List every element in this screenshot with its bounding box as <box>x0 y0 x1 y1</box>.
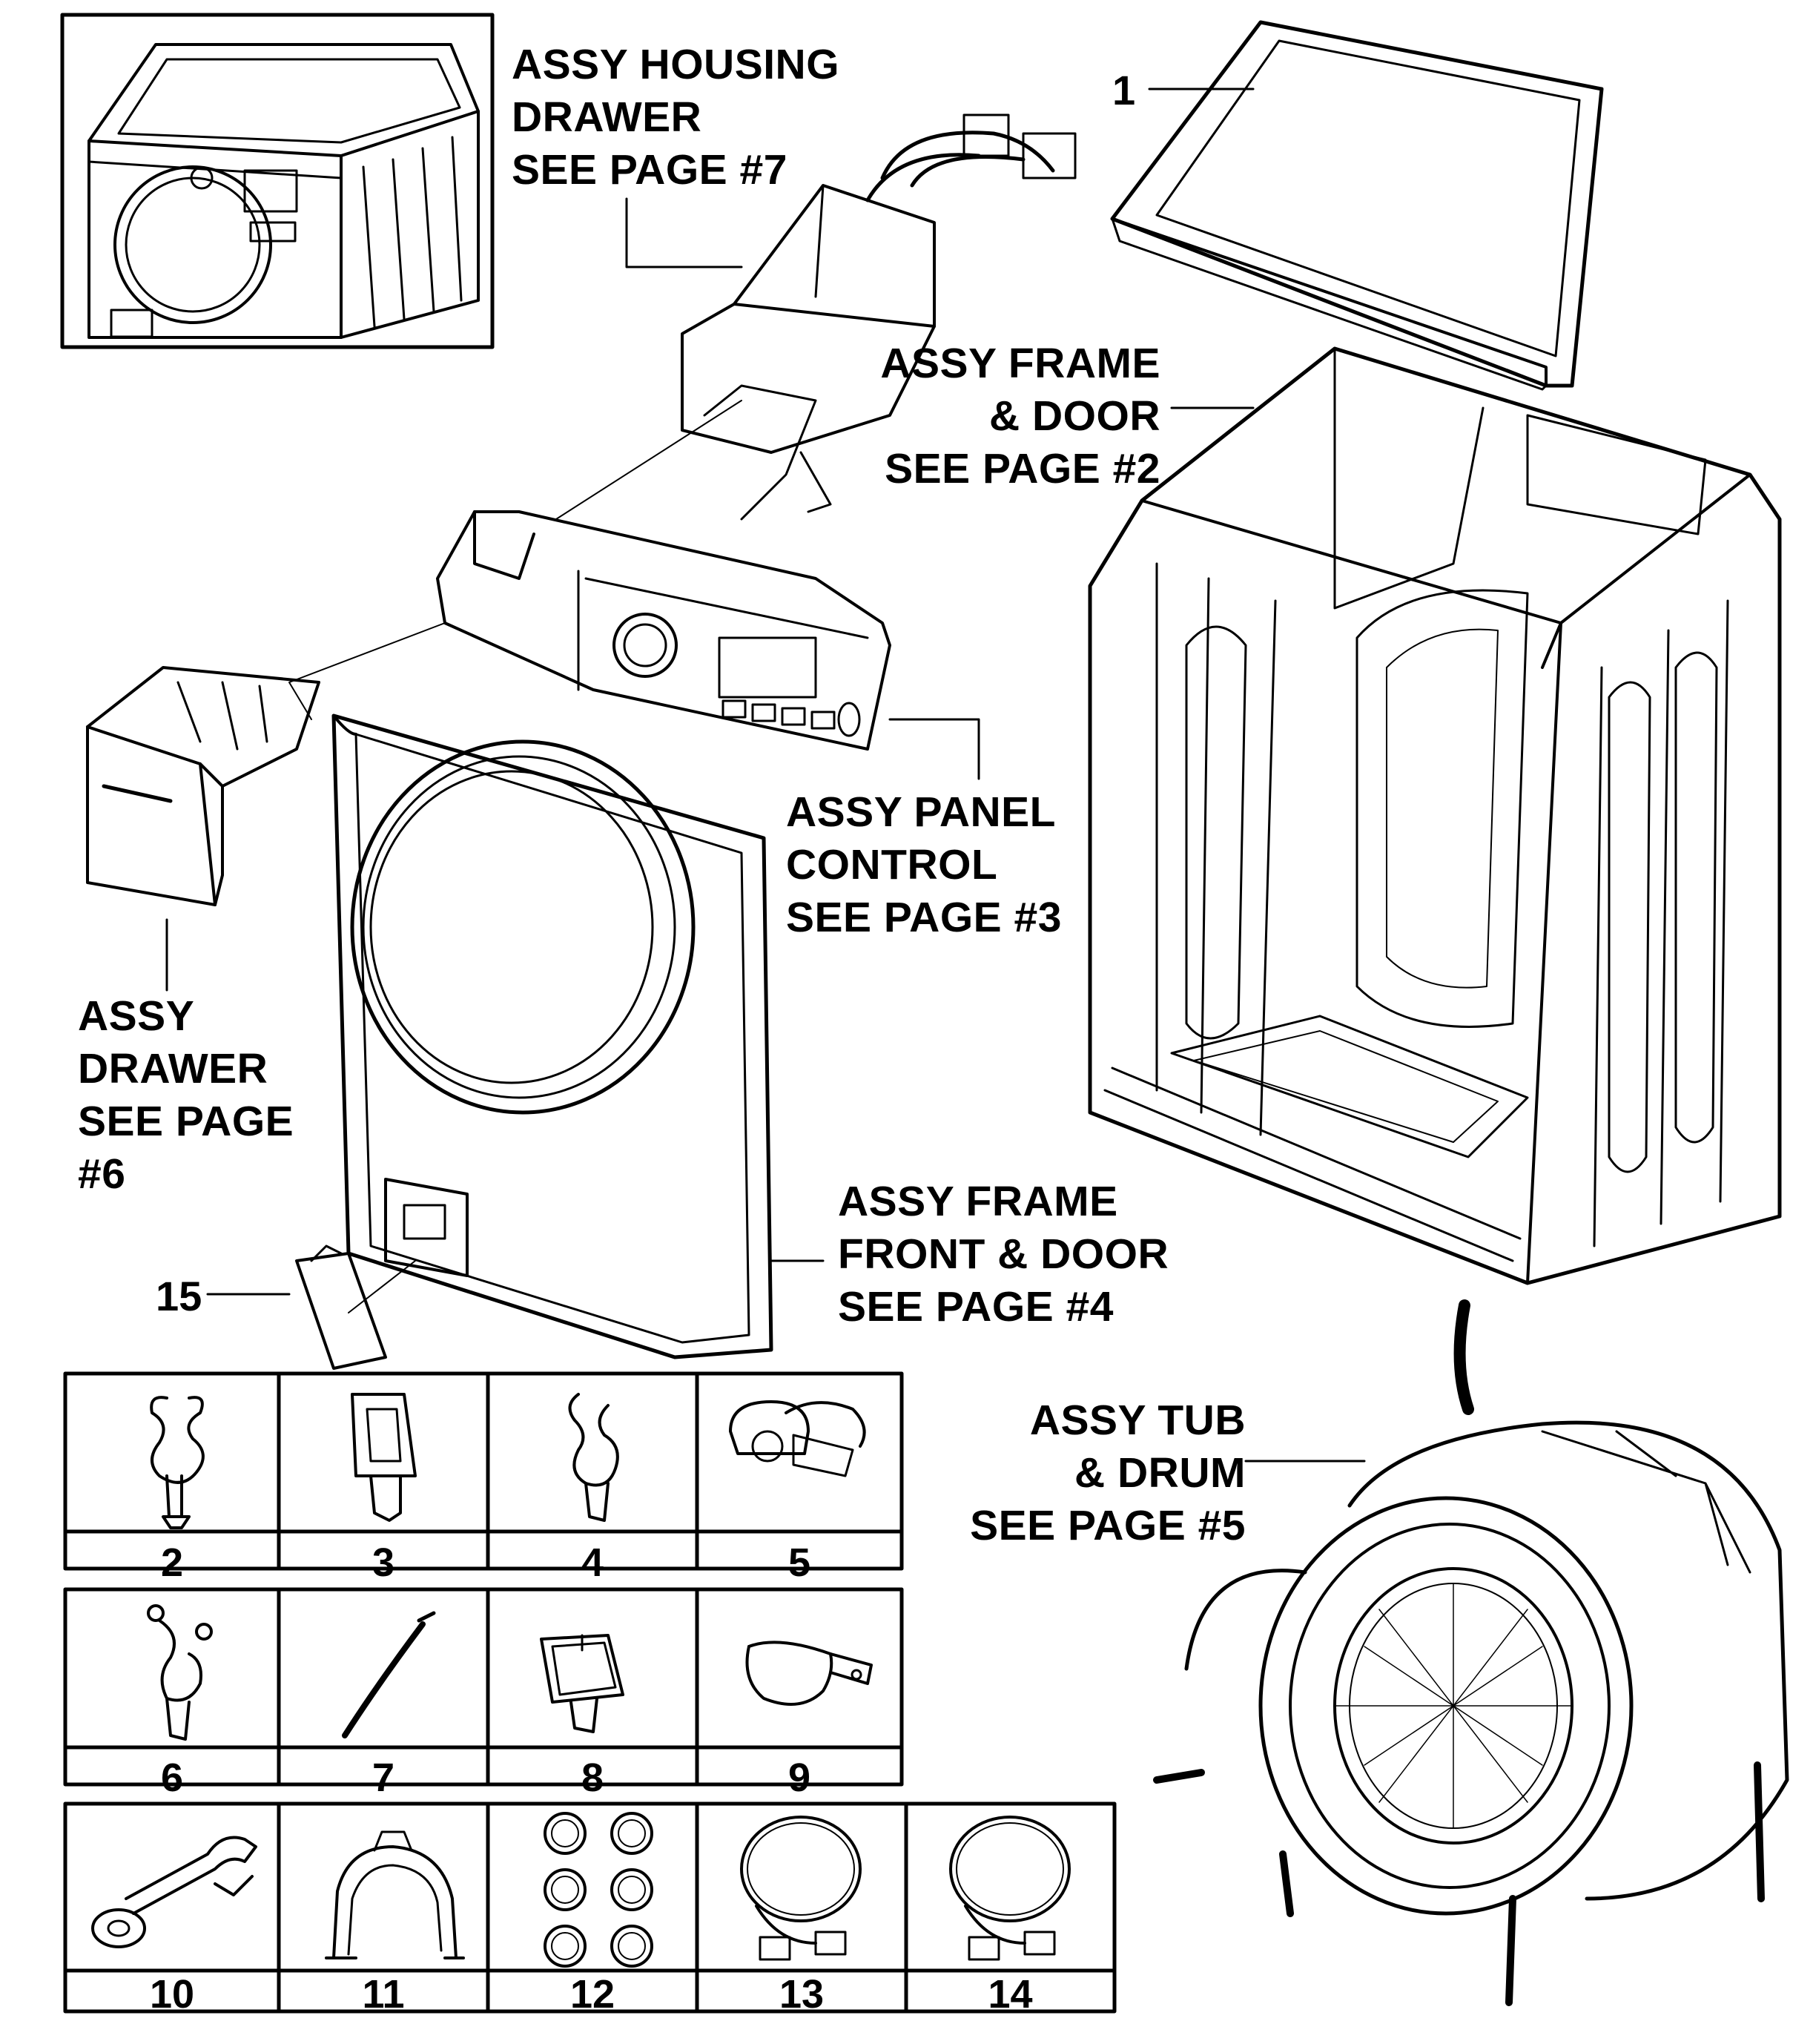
callout-line: #6 <box>78 1150 126 1198</box>
callout-line: SEE PAGE #4 <box>838 1283 1114 1331</box>
callout-line: ASSY <box>78 992 195 1040</box>
callout-line: DRAWER <box>512 93 702 141</box>
callout-line: ASSY FRAME <box>838 1178 1118 1225</box>
part-number-10: 10 <box>149 1972 195 2017</box>
callout-line: & DRUM <box>1074 1449 1246 1497</box>
guide-line-15 <box>348 1260 416 1313</box>
callout-line: ASSY PANEL <box>786 788 1056 836</box>
callout-panel-control: ASSY PANEL CONTROL SEE PAGE #3 <box>786 786 1062 944</box>
guide-line-housing <box>555 400 742 520</box>
parts-grid <box>63 1371 1117 2014</box>
front-frame-icon <box>331 713 773 1359</box>
part-number-5: 5 <box>787 1540 811 1585</box>
wrench-icon <box>91 1836 257 1948</box>
tub-drum-icon <box>1153 1299 1789 2006</box>
callout-line: SEE PAGE #2 <box>885 445 1160 492</box>
part-number-4: 4 <box>581 1540 604 1585</box>
control-panel-icon <box>436 510 891 751</box>
callout-line: SEE PAGE #5 <box>970 1502 1246 1549</box>
clip-icon <box>150 1396 205 1529</box>
part-number-14: 14 <box>988 1972 1033 2017</box>
holder-icon <box>351 1393 417 1522</box>
callout-line: ASSY HOUSING <box>512 41 840 88</box>
top-cover-icon <box>1110 20 1604 391</box>
part-number-15: 15 <box>156 1273 202 1319</box>
cabinet-frame-icon <box>1088 346 1782 1285</box>
callout-line: SEE PAGE #3 <box>786 894 1062 941</box>
part-number-9: 9 <box>787 1755 811 1800</box>
housing-drawer-icon <box>681 113 1077 521</box>
clamp-icon <box>729 1400 866 1477</box>
callout-frame-door: ASSY FRAME & DOOR SEE PAGE #2 <box>860 337 1160 495</box>
part-number-1: 1 <box>1112 67 1136 113</box>
clamp-icon <box>325 1830 465 1959</box>
washer-inset <box>60 13 495 349</box>
callout-tub-drum: ASSY TUB & DRUM SEE PAGE #5 <box>919 1394 1246 1552</box>
part-number-11: 11 <box>362 1972 405 2017</box>
callout-line: FRONT & DOOR <box>838 1230 1169 1278</box>
part-number-6: 6 <box>160 1755 184 1800</box>
callout-line: CONTROL <box>786 841 998 889</box>
washer-icon <box>87 43 480 339</box>
callout-line: SEE PAGE <box>78 1098 294 1145</box>
part-number-8: 8 <box>581 1755 604 1800</box>
clip-icon <box>568 1393 619 1522</box>
leader-line-panel <box>888 718 980 780</box>
callout-drawer: ASSY DRAWER SEE PAGE #6 <box>78 990 294 1201</box>
cap-icon <box>544 1812 653 1968</box>
holder-icon <box>540 1634 624 1733</box>
callout-housing-drawer: ASSY HOUSING DRAWER SEE PAGE #7 <box>512 39 839 197</box>
part-number-12: 12 <box>569 1972 615 2017</box>
callout-line: SEE PAGE #7 <box>512 146 787 194</box>
leader-line-housing <box>625 197 743 268</box>
callout-line: ASSY FRAME <box>880 340 1160 387</box>
callout-line: DRAWER <box>78 1045 268 1092</box>
cable-tie-icon <box>342 1611 436 1738</box>
clamp-icon <box>745 1641 873 1706</box>
filter-cap-icon <box>295 1244 387 1370</box>
hose-icon <box>740 1816 862 1961</box>
part-number-13: 13 <box>779 1972 825 2017</box>
callout-line: ASSY TUB <box>1029 1397 1246 1444</box>
drawer-icon <box>86 666 320 906</box>
hose-icon <box>949 1816 1071 1961</box>
guide-line-panel <box>288 622 446 720</box>
callout-frame-front-door: ASSY FRAME FRONT & DOOR SEE PAGE #4 <box>838 1176 1169 1333</box>
part-number-2: 2 <box>160 1540 184 1585</box>
part-number-3: 3 <box>371 1540 395 1585</box>
callout-line: & DOOR <box>989 392 1160 440</box>
part-number-7: 7 <box>371 1755 395 1800</box>
clip-icon <box>147 1604 213 1741</box>
